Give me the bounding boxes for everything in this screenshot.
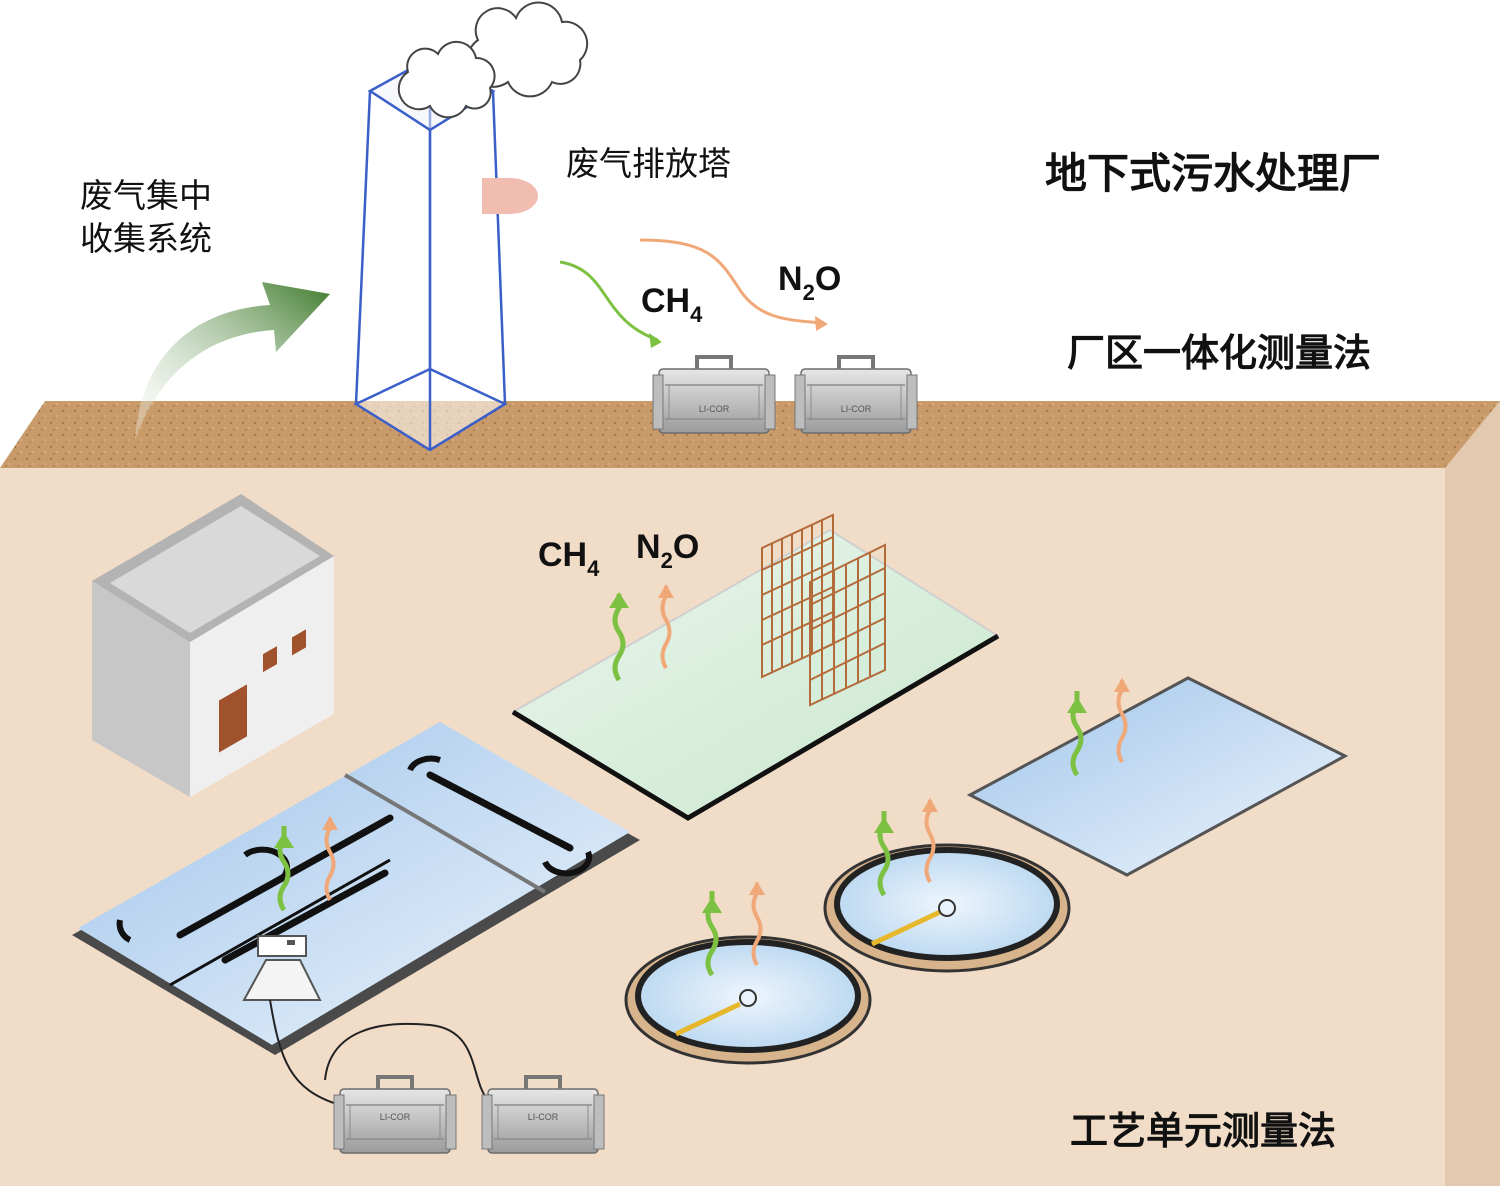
collection-label-line1: 废气集中 <box>80 176 212 215</box>
clarifier-1 <box>624 935 872 1065</box>
n2o-curve-arrow <box>639 238 823 325</box>
analyzer-ch4-ground <box>651 355 777 435</box>
ch4-label-top: CH4 <box>641 282 703 327</box>
ch4-arrow-heads <box>274 592 1087 913</box>
exhaust-tower <box>353 56 508 452</box>
underground-front <box>0 468 1445 1186</box>
n2o-label-top: N2O <box>778 260 841 305</box>
smoke-cloud <box>397 1 589 119</box>
analyzer-n2o-ground <box>793 355 919 435</box>
analyzer-brand-4: LI-COR <box>528 1112 559 1122</box>
ch4-label-tank: CH4 <box>538 536 600 581</box>
soil-top <box>0 401 1500 468</box>
clarifier-2 <box>823 843 1071 973</box>
green-tank <box>511 528 1000 821</box>
mesh-screen <box>761 513 886 707</box>
n2o-emission-arrows <box>324 586 1128 967</box>
tower-label: 废气排放塔 <box>566 144 731 183</box>
n2o-arrow-heads <box>322 584 1130 895</box>
oxidation-ditch <box>72 722 640 1055</box>
plant-title: 地下式污水处理厂 <box>1045 149 1381 198</box>
collection-label-line2: 收集系统 <box>80 219 212 258</box>
plant-method-label: 厂区一体化测量法 <box>1067 330 1371 375</box>
building <box>92 494 334 797</box>
ch4-curve-arrow <box>559 260 659 342</box>
analyzer-brand-2: LI-COR <box>841 404 872 414</box>
blue-tank-right <box>966 676 1349 877</box>
underground-side <box>1445 401 1500 1186</box>
collection-arrow <box>135 282 330 440</box>
sample-tubing <box>269 999 341 1106</box>
flux-chamber <box>242 935 322 1001</box>
analyzer-brand-1: LI-COR <box>699 404 730 414</box>
n2o-label-tank: N2O <box>636 528 699 573</box>
unit-method-label: 工艺单元测量法 <box>1070 1108 1336 1153</box>
analyzer-brand-3: LI-COR <box>380 1112 411 1122</box>
